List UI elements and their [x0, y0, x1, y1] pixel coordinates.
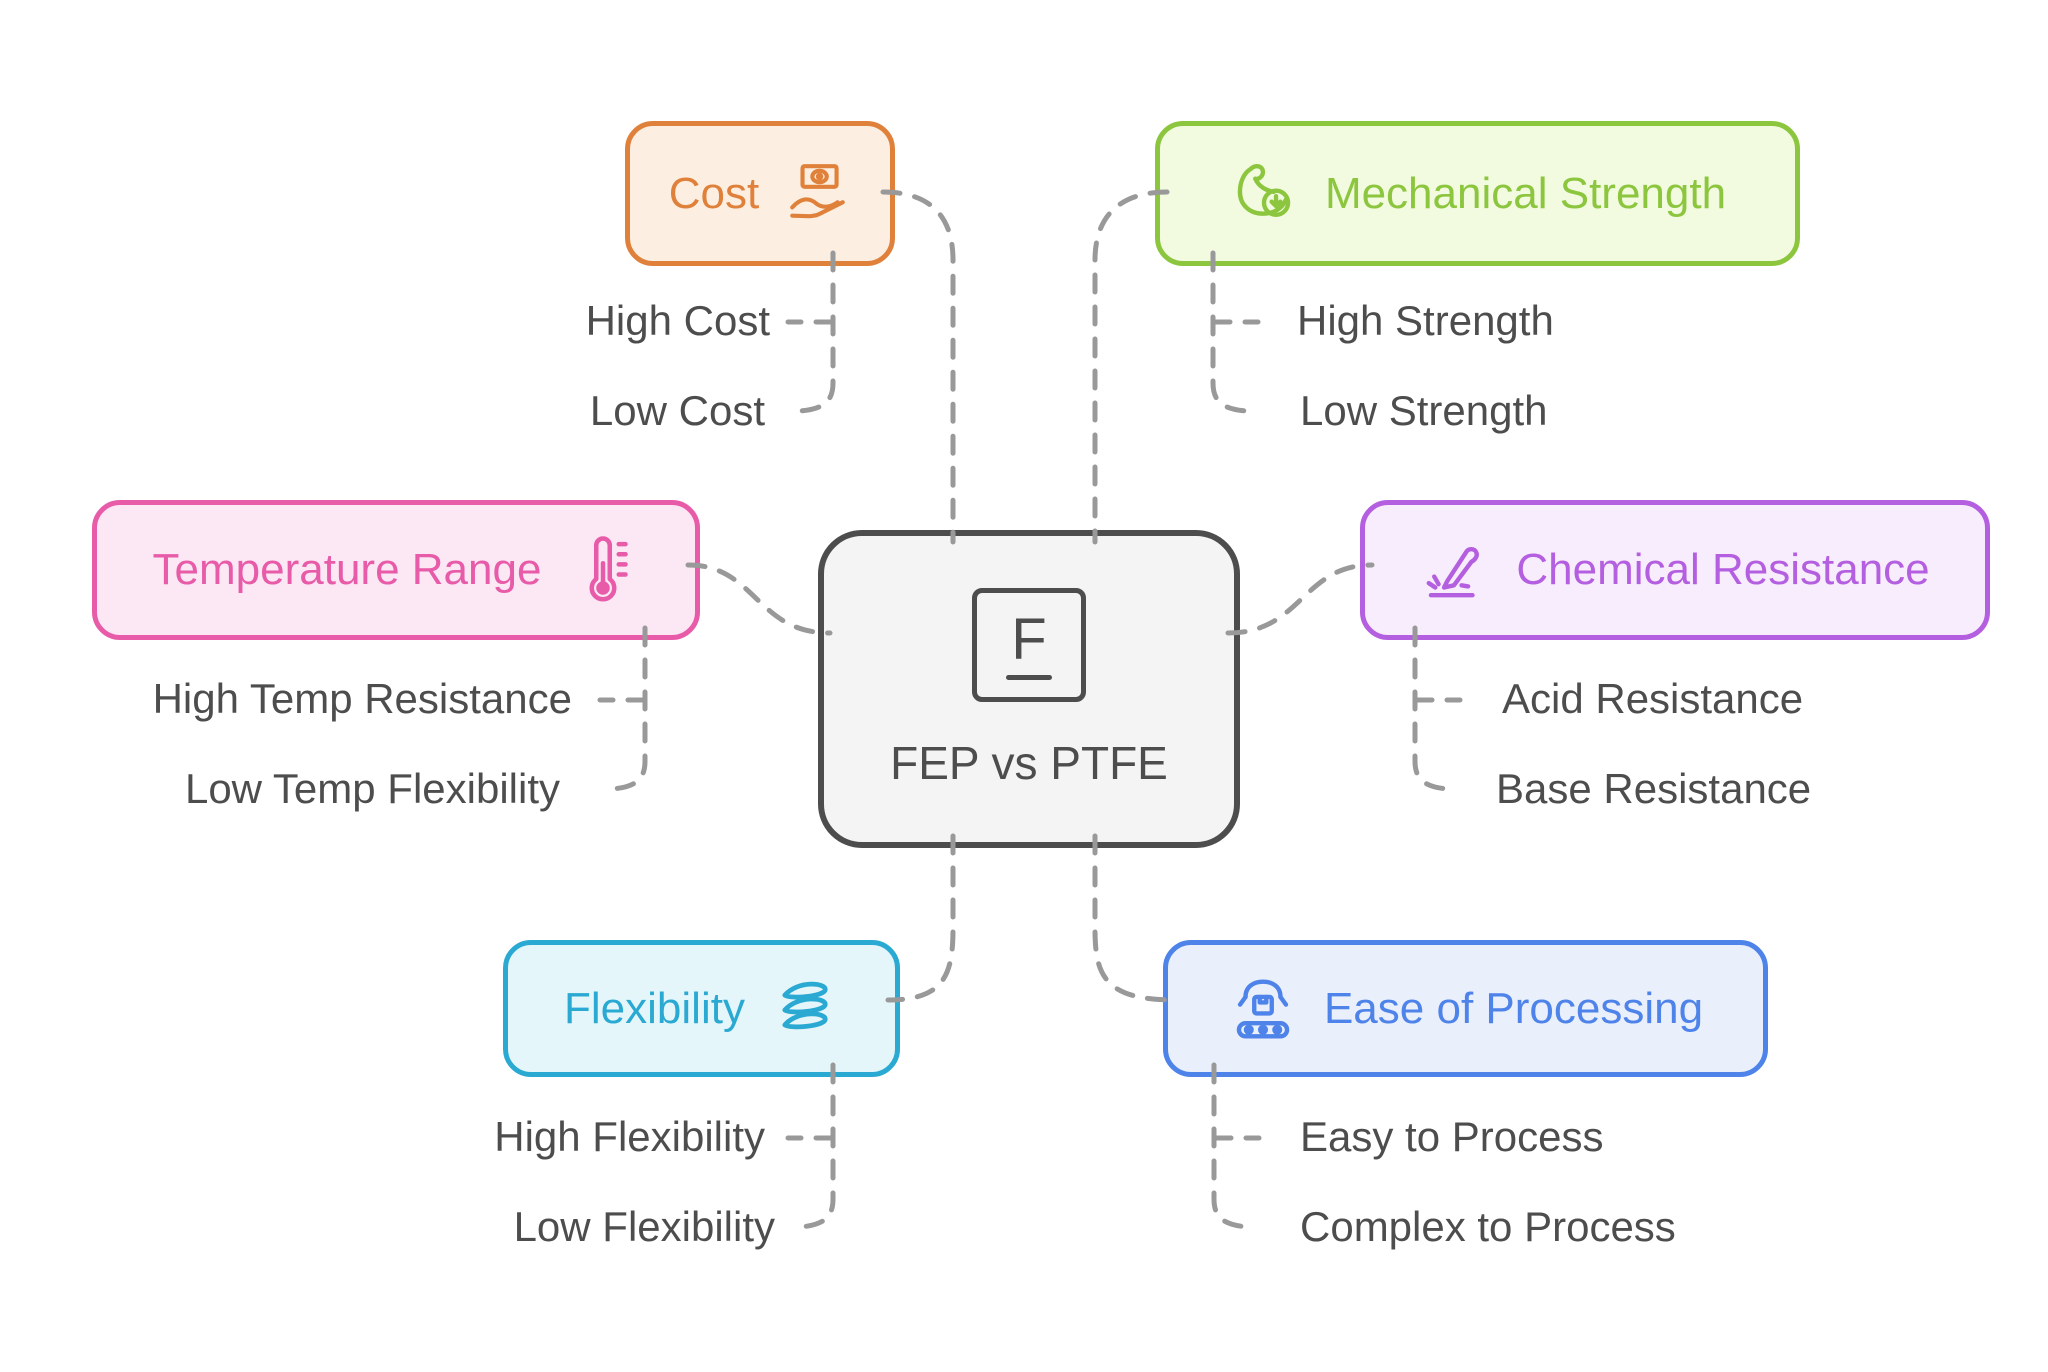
connector-temperature-center — [685, 562, 833, 636]
child-label-low-flexibility: Low Flexibility — [513, 1203, 775, 1250]
acid-test-icon — [1420, 535, 1490, 605]
child-label-low-strength: Low Strength — [1300, 387, 1548, 434]
child-label-acid-resistance: Acid Resistance — [1502, 675, 1804, 722]
branch-label-temperature-range: Temperature Range — [152, 545, 542, 594]
center-node: F FEP vs PTFE — [818, 530, 1240, 848]
child-label-low-temp-flexibility: Low Temp Flexibility — [184, 765, 560, 812]
child-label-high-flexibility: High Flexibility — [494, 1113, 765, 1160]
branch-label-mechanical-strength: Mechanical Strength — [1324, 168, 1727, 218]
child-label-low-cost: Low Cost — [589, 387, 765, 434]
branch-label-ease-of-processing: Ease of Processing — [1323, 983, 1704, 1033]
branch-node-cost: Cost — [625, 121, 895, 266]
branch-node-flexibility: Flexibility — [503, 940, 900, 1077]
branch-node-temperature-range: Temperature Range — [92, 500, 700, 640]
center-label: FEP vs PTFE — [890, 737, 1168, 789]
connector-temperature-children — [609, 625, 648, 792]
connector-ease-children — [1211, 1062, 1251, 1230]
branch-label-cost: Cost — [668, 168, 760, 218]
branch-node-ease-of-processing: Ease of Processing — [1163, 940, 1768, 1077]
connector-chemical-children — [1412, 625, 1451, 792]
branch-node-mechanical-strength: Mechanical Strength — [1155, 121, 1800, 266]
element-underline — [1006, 674, 1052, 680]
child-label-base-resistance: Base Resistance — [1496, 765, 1812, 812]
connector-cost-children — [797, 250, 836, 414]
thermometer-icon — [567, 534, 639, 606]
conveyor-robot-icon — [1228, 974, 1298, 1044]
connector-mechanical-children — [1210, 250, 1249, 414]
child-label-high-strength: High Strength — [1297, 297, 1554, 344]
fluorine-element-tile-icon: F — [972, 588, 1086, 702]
connector-flexibility-children — [797, 1062, 836, 1230]
branch-label-flexibility: Flexibility — [564, 983, 745, 1033]
spring-coil-icon — [771, 975, 839, 1043]
child-label-high-cost: High Cost — [585, 297, 770, 344]
element-symbol: F — [1011, 606, 1047, 672]
child-label-easy-to-process: Easy to Process — [1300, 1113, 1604, 1160]
muscle-strength-icon — [1229, 159, 1299, 229]
child-label-complex-to-process: Complex to Process — [1300, 1203, 1676, 1250]
branch-label-chemical-resistance: Chemical Resistance — [1516, 545, 1930, 594]
money-hand-icon — [785, 161, 851, 227]
child-label-high-temp-resistance: High Temp Resistance — [152, 675, 572, 722]
connector-chemical-center — [1225, 562, 1375, 636]
branch-node-chemical-resistance: Chemical Resistance — [1360, 500, 1990, 640]
